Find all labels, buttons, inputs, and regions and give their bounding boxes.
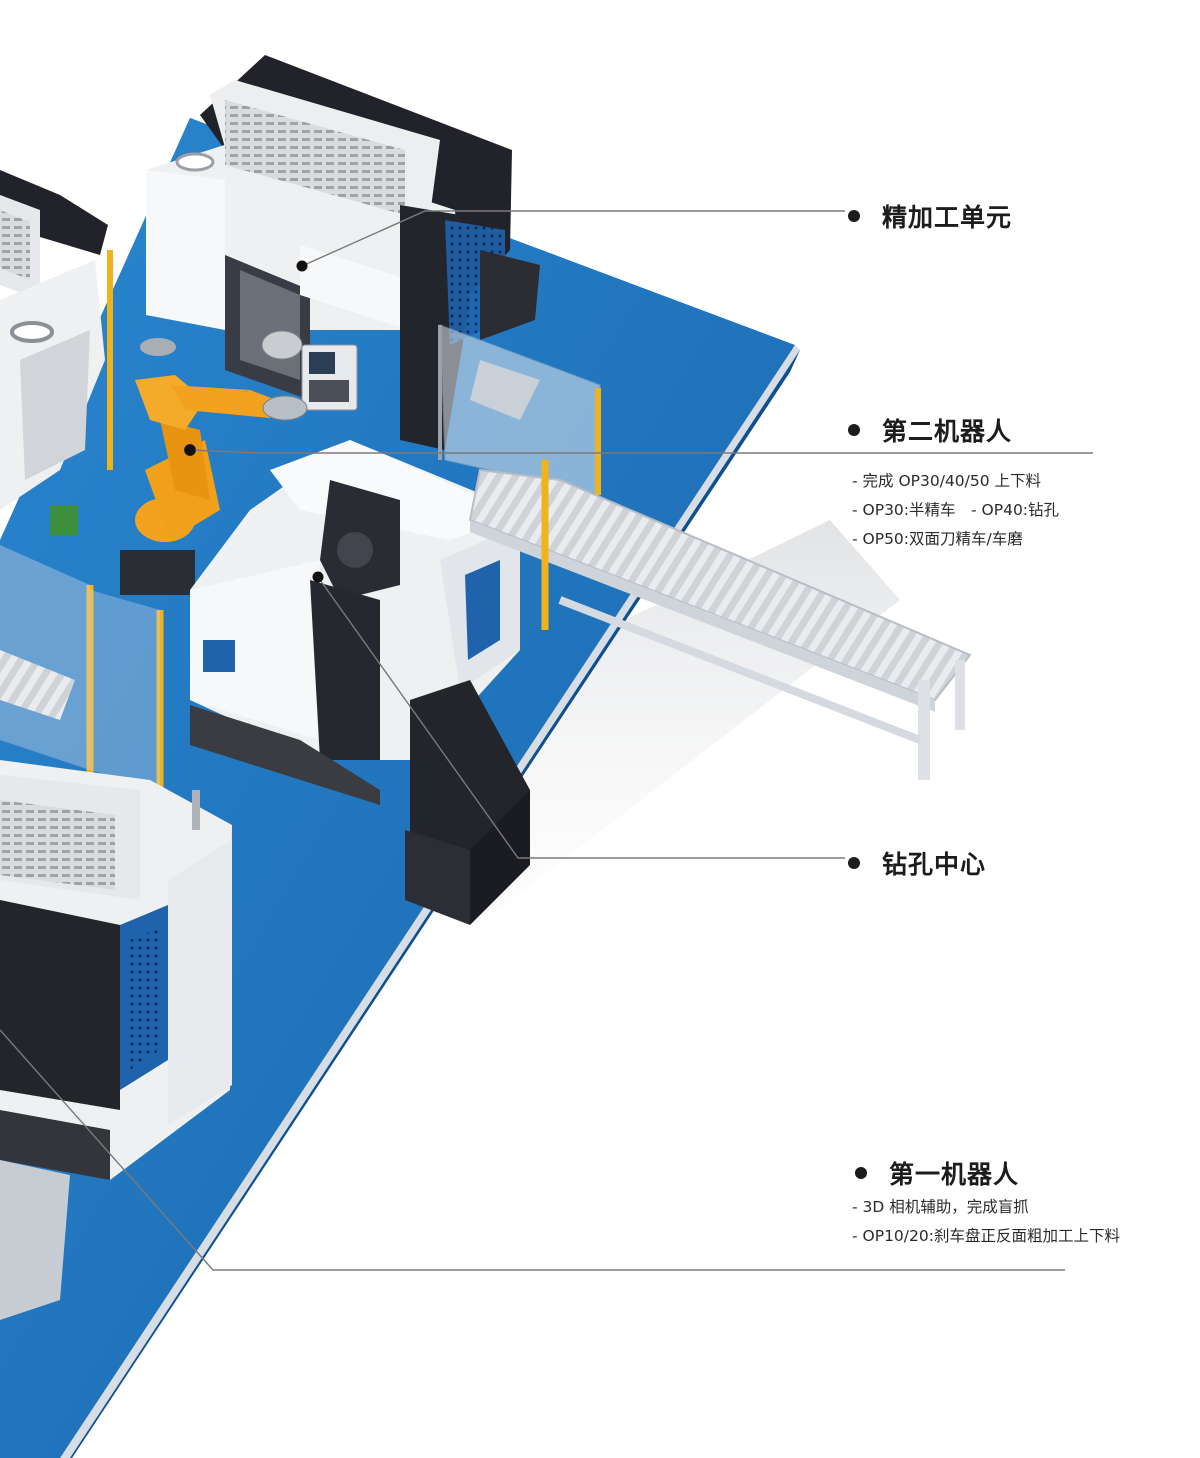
- note-line: - 完成 OP30/40/50 上下料: [852, 472, 1042, 490]
- anchor-robot2: [184, 444, 196, 456]
- callout-title: 第二机器人: [882, 417, 1013, 446]
- leader-line-robot2: [189, 449, 1093, 454]
- note-line: - OP30:半精车 - OP40:钻孔: [852, 501, 1060, 519]
- second-robot: [120, 338, 308, 595]
- note-line: - OP50:双面刀精车/车磨: [852, 530, 1023, 548]
- callout-finishing-unit: 精加工单元: [848, 198, 1012, 234]
- leader-line-finishing: [301, 210, 845, 267]
- bullet-dot: [848, 857, 860, 869]
- safety-fence: [0, 250, 549, 790]
- anchor-finishing: [296, 260, 308, 272]
- callout-first-robot-notes: - 3D 相机辅助，完成盲抓 - OP10/20:刹车盘正反面粗加工上下料: [852, 1193, 1120, 1251]
- callout-first-robot: 第一机器人: [855, 1155, 1019, 1191]
- callout-second-robot-notes: - 完成 OP30/40/50 上下料 - OP30:半精车 - OP40:钻孔…: [852, 467, 1059, 554]
- note-line: - 3D 相机辅助，完成盲抓: [852, 1198, 1029, 1216]
- callout-title: 钻孔中心: [882, 850, 987, 879]
- leader-lines: [0, 210, 1093, 1271]
- anchor-drilling: [312, 571, 324, 583]
- callout-title: 精加工单元: [882, 203, 1013, 232]
- callout-title: 第一机器人: [889, 1160, 1020, 1189]
- callout-drilling-center: 钻孔中心: [848, 845, 986, 881]
- callout-second-robot: 第二机器人: [848, 412, 1012, 448]
- leader-anchors: [184, 260, 324, 583]
- bullet-dot: [848, 424, 860, 436]
- bullet-dot: [855, 1167, 867, 1179]
- drilling-center: [190, 440, 520, 805]
- roller-conveyor: [468, 468, 972, 780]
- leader-line-drilling: [317, 576, 845, 859]
- leader-line-robot1: [0, 1029, 1065, 1271]
- rough-machine: [0, 760, 232, 1320]
- note-line: - OP10/20:刹车盘正反面粗加工上下料: [852, 1227, 1120, 1245]
- bullet-dot: [848, 210, 860, 222]
- left-machine: [0, 170, 108, 535]
